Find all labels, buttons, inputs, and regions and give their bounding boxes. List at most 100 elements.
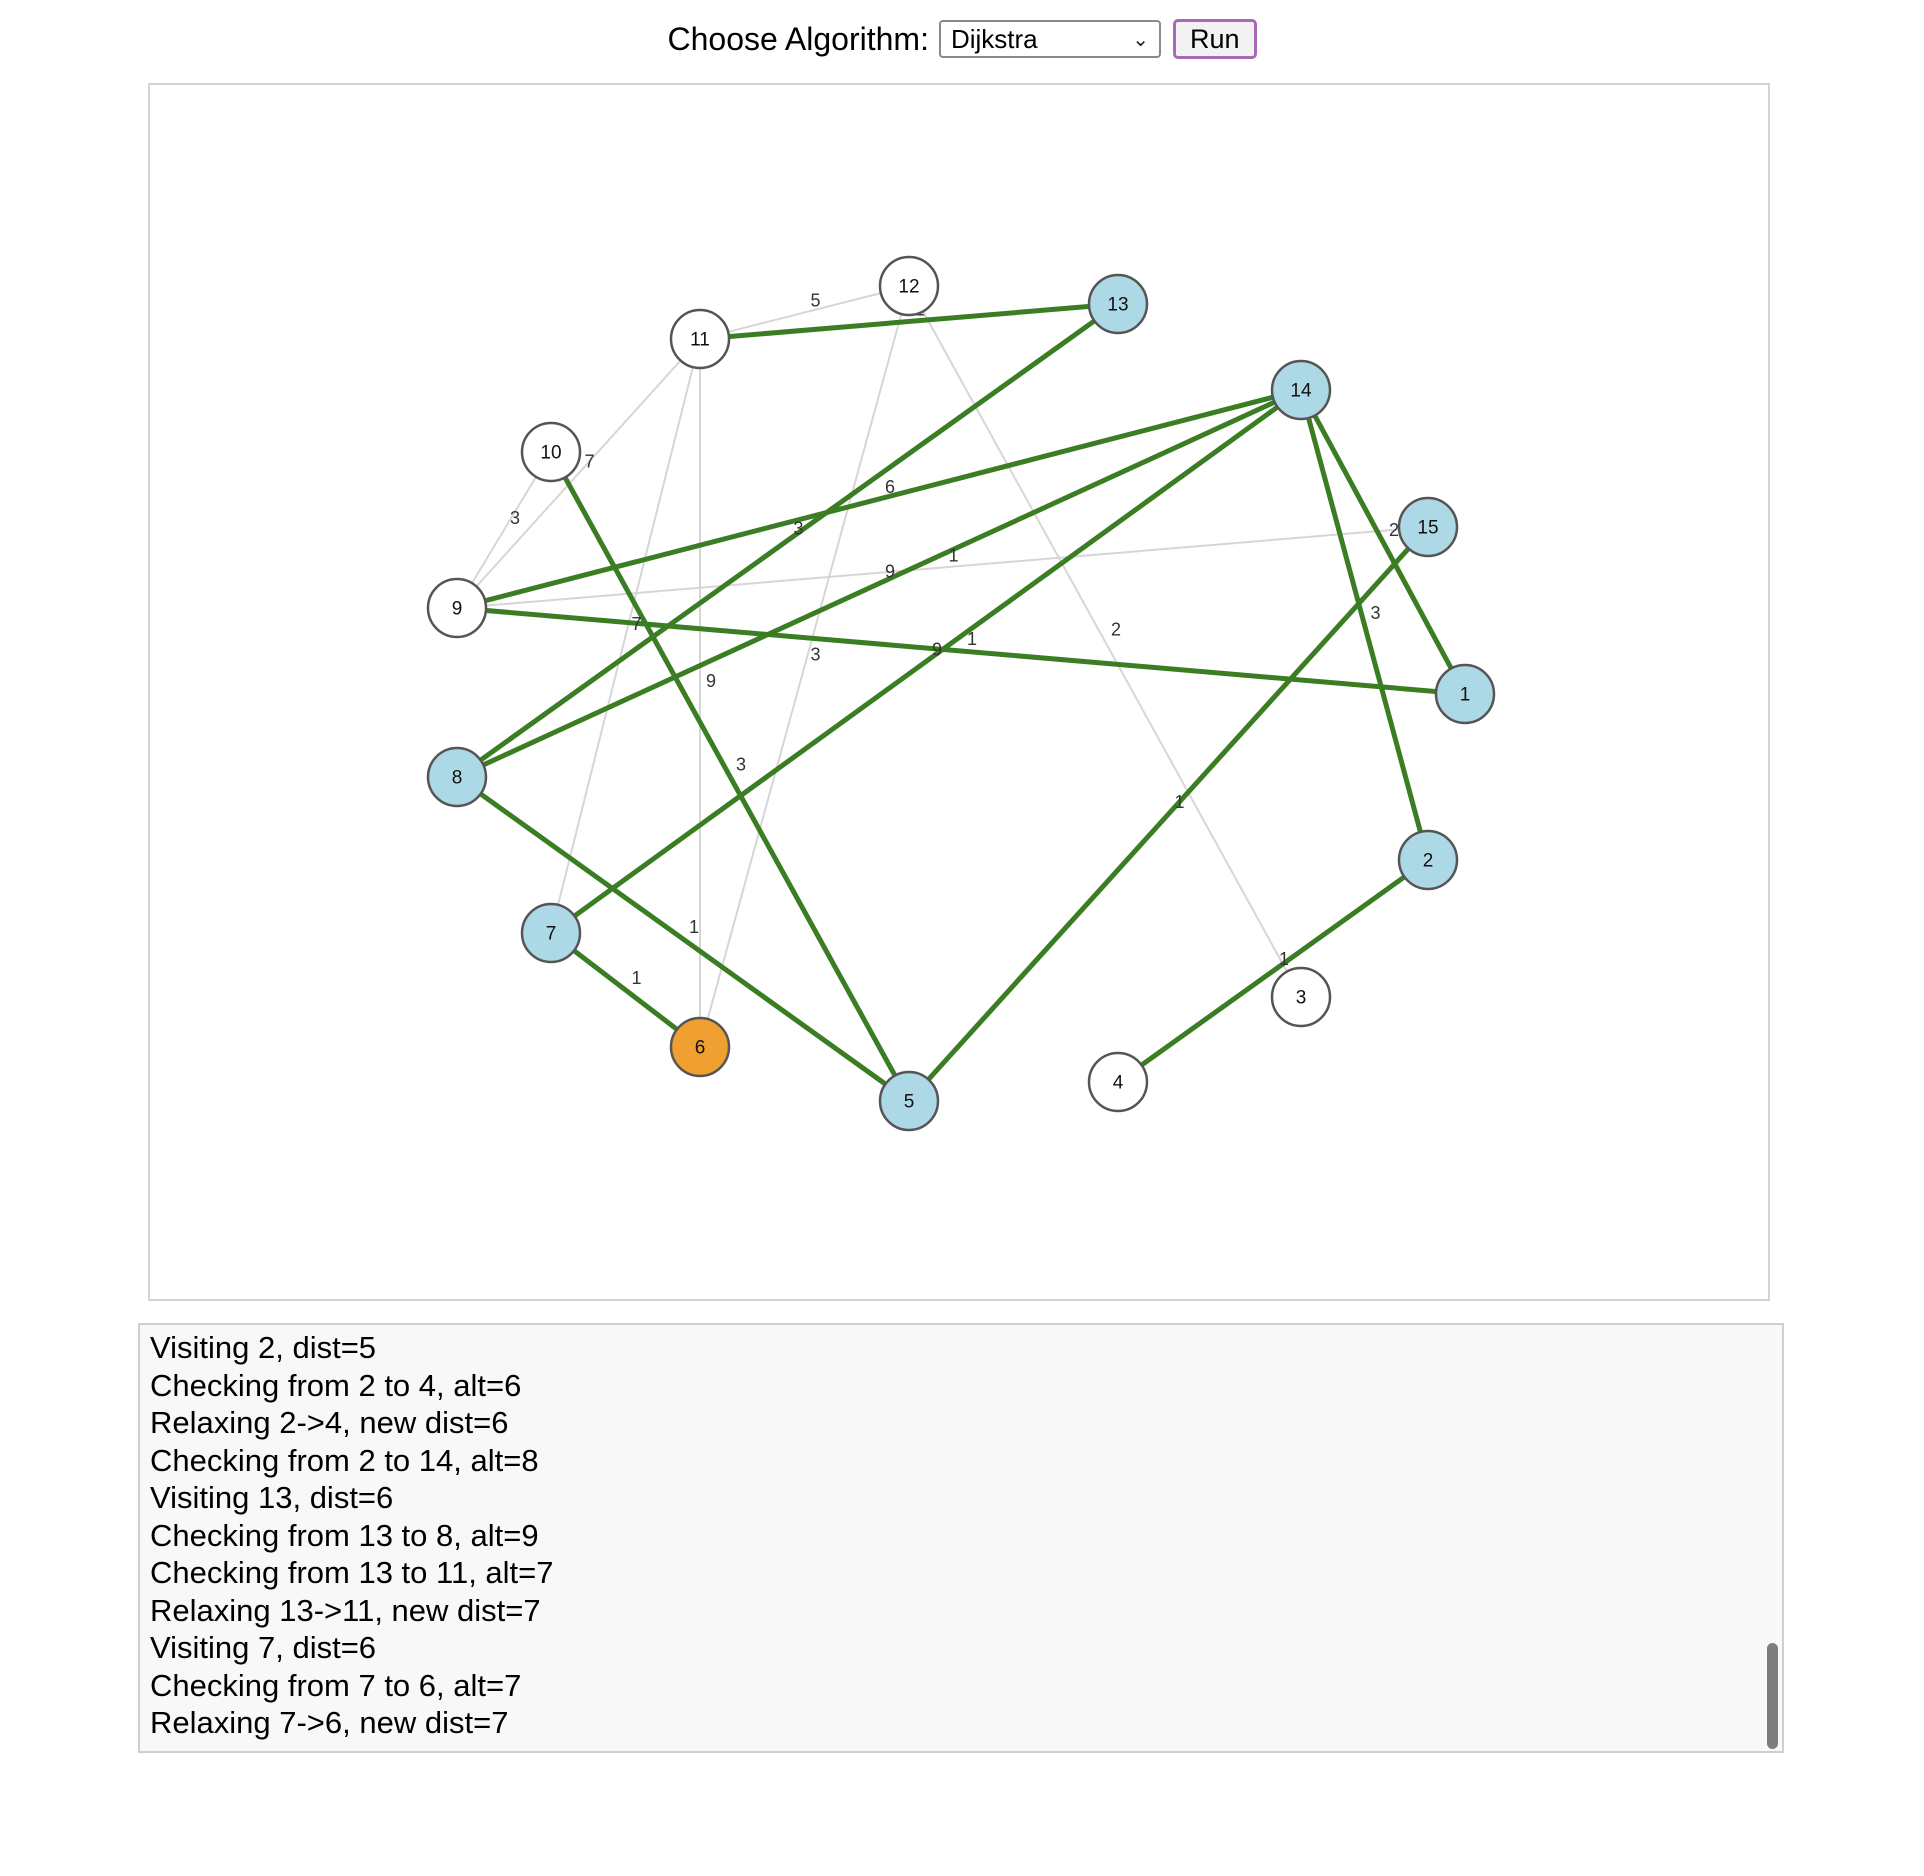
node-circle [1087,1051,1149,1113]
node-circle [520,902,582,964]
node-label: 4 [1113,1073,1124,1094]
edge-11-13 [699,301,1119,342]
node-label: 5 [904,1092,915,1113]
edges-layer [455,285,1468,1104]
log-line: Checking from 7 to 6, alt=7 [150,1667,522,1703]
log-line: Checking from 13 to 8, alt=9 [150,1517,539,1553]
edge-weight-label: 9 [706,671,716,691]
graph-svg: 513699231133797321111 123456789101112131… [426,255,1496,1132]
edge-11-12 [699,285,910,340]
edge-weight-label: 1 [689,917,699,937]
edge-weight-label: 9 [932,640,942,660]
node-label: 6 [695,1038,706,1059]
graph-node-14[interactable]: 14 [1270,359,1332,421]
node-label: 9 [452,599,463,620]
edge-weight-label: 2 [1111,620,1121,640]
edge-14-2 [1298,389,1431,861]
edge-7-6 [549,931,702,1049]
chevron-down-icon: ⌄ [1132,28,1149,51]
edge-14-7 [549,387,1303,936]
edge-weight-label: 1 [949,546,959,566]
edge-weight-label: 2 [1389,520,1399,540]
edge-10-9 [456,451,552,609]
edge-9-15 [456,526,1429,609]
edge-14-1 [1298,388,1468,696]
log-line: Checking from 2 to 14, alt=8 [150,1442,539,1478]
edge-2-4 [1116,857,1430,1085]
node-label: 15 [1417,518,1438,539]
node-label: 1 [1460,685,1471,706]
node-circle [520,421,582,483]
node-circle [426,746,488,808]
node-label: 13 [1107,295,1128,316]
graph-node-4[interactable]: 4 [1087,1051,1149,1113]
node-circle [669,308,731,370]
edge-weight-label: 1 [967,629,977,649]
log-line: Visiting 13, dist=6 [150,1480,394,1515]
graph-node-10[interactable]: 10 [520,421,582,483]
algorithm-select[interactable]: Dijkstra ⌄ [938,20,1161,58]
edge-weight-label: 1 [1175,792,1185,812]
edge-8-5 [455,774,911,1104]
log-scrollbar[interactable] [1767,1643,1778,1749]
node-circle [426,577,488,639]
edge-weight-label: 9 [885,562,895,582]
edge-14-8 [455,387,1303,780]
graph-node-3[interactable]: 3 [1270,966,1332,1028]
edge-weight-label: 1 [632,968,642,988]
edge-weight-label: 3 [736,755,746,775]
graph-node-12[interactable]: 12 [878,255,940,317]
algorithm-label: Choose Algorithm: [667,20,929,57]
edge-weight-label: 7 [585,452,595,472]
log-line: Checking from 13 to 11, alt=7 [150,1555,554,1590]
graph-node-8[interactable]: 8 [426,746,488,808]
graph-node-5[interactable]: 5 [878,1070,940,1132]
log-line: Visiting 2, dist=5 [150,1330,377,1365]
node-circle [1397,496,1459,558]
node-circle [878,255,940,317]
run-button[interactable]: Run [1172,19,1257,59]
graph-node-2[interactable]: 2 [1397,829,1459,891]
graph-node-11[interactable]: 11 [669,308,731,370]
node-label: 2 [1423,851,1434,872]
node-circle [1270,359,1332,421]
edge-12-6 [699,285,910,1048]
node-circle [669,1016,731,1078]
node-label: 10 [540,443,561,464]
log-line: Checking from 2 to 4, alt=6 [150,1367,522,1403]
edge-14-9 [456,387,1302,611]
edge-weight-label: 6 [885,477,895,497]
graph-node-7[interactable]: 7 [520,902,582,964]
algorithm-controls: Choose Algorithm: Dijkstra ⌄ Run [0,14,1924,64]
node-label: 8 [452,768,463,789]
graph-node-6[interactable]: 6 [669,1016,731,1078]
node-label: 3 [1296,988,1307,1009]
edge-weight-label: 7 [632,614,642,634]
edge-11-7 [550,338,701,934]
log-line: Relaxing 13->11, new dist=7 [150,1592,541,1628]
node-circle [1397,829,1459,891]
graph-node-1[interactable]: 1 [1434,663,1496,725]
edge-weight-label: 3 [1371,603,1381,623]
node-label: 12 [898,277,919,298]
node-circle [1087,273,1149,335]
graph-node-15[interactable]: 15 [1397,496,1459,558]
edge-11-9 [456,338,701,609]
graph-node-9[interactable]: 9 [426,577,488,639]
edge-weight-label: 3 [794,519,804,539]
edge-weight-label: 3 [811,645,821,665]
log-line: Relaxing 7->6, new dist=7 [150,1705,509,1740]
edge-weight-label: 3 [510,508,520,528]
graph-node-13[interactable]: 13 [1087,273,1149,335]
node-label: 11 [690,330,710,351]
node-label: 7 [546,924,557,945]
edge-weight-label: 5 [811,291,821,311]
node-circle [878,1070,940,1132]
node-circle [1270,966,1332,1028]
node-label: 14 [1290,381,1312,402]
log-line: Relaxing 2->4, new dist=6 [150,1405,509,1440]
log-line: Visiting 7, dist=6 [150,1630,377,1665]
